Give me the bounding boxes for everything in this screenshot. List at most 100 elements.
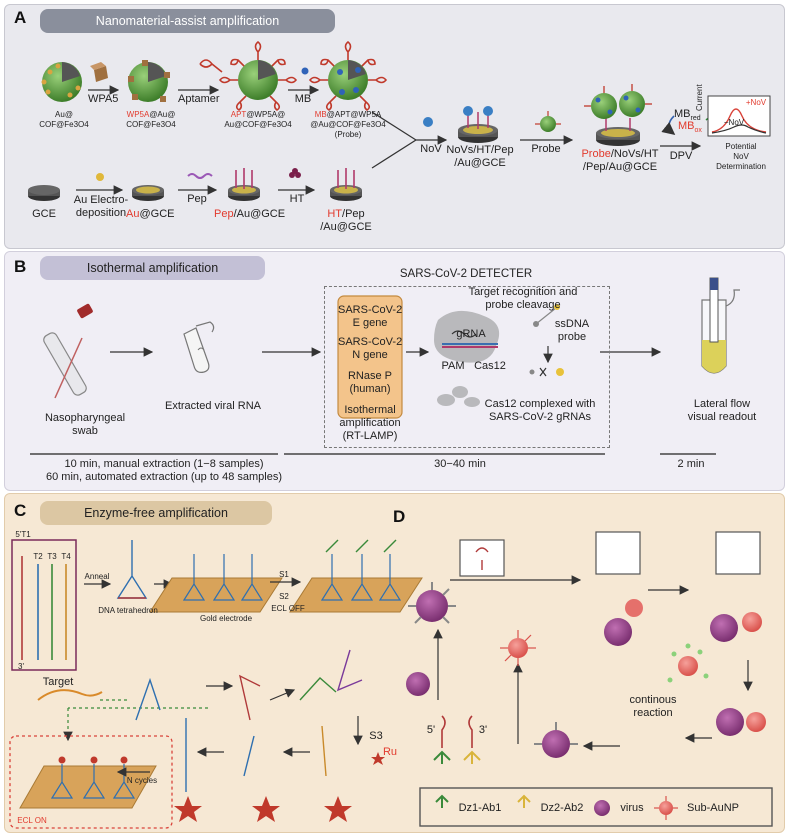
label-ht-gce-rest: /Pep /Au@GCE [320,208,372,233]
label-probe-gce: Probe/NoVs/HT /Pep/Au@GCE [574,148,666,174]
label-gce: GCE [32,208,56,220]
detecter-title: SARS-CoV-2 DETECTER [399,268,533,280]
label-mb-ox-state: MBox [678,120,712,137]
label-5prime: 5' [426,724,436,736]
virus-free-icon [406,672,430,696]
label-s1: S1 [279,570,289,579]
strand-t4: T4 [61,552,71,561]
mb-ox-text: MB [678,120,695,132]
label-ru: Ru [382,746,398,758]
label-mb-red: MB [314,110,327,119]
label-wp5a-rest: @Au@ COF@Fe3O4 [126,110,176,129]
panel-d-letter: D [393,507,406,526]
label-novs-gce: NoVs/HT/Pep /Au@GCE [446,144,514,169]
composite-np-3 [218,40,298,111]
label-continous-reaction: continous reaction [629,694,677,719]
gene-rnase-p: RNase P (human) [347,370,393,395]
gene-box [337,295,403,419]
ht-gce-electrode [330,168,362,201]
composite-np-1 [41,62,82,102]
arrow-label-probe: Probe [531,143,561,155]
aptamer-icon [199,59,223,73]
strands-box [11,539,77,671]
label-3prime: 3' [478,724,488,736]
panel-a-letter: A [14,8,27,27]
legend-dz2-ab2: Dz2-Ab2 [540,802,584,814]
legend-virus: virus [620,802,644,814]
rna-tube-icon [183,321,215,373]
gold-electrode-1 [149,554,283,613]
label-pep-gce-red: Pep [214,208,234,220]
strand-3prime: 3' [18,662,24,671]
label-ht-gce-red: HT [327,208,343,220]
probe-electrode [584,84,652,146]
sub-aunp-icon [500,630,536,666]
graph-minus-nov: −NoV [723,118,745,127]
label-s3: S3 [369,730,383,742]
strand-t1: 5'T1 [15,530,31,539]
composite-np-probe [308,40,388,111]
zoom-inset-1 [459,539,505,577]
label-mb-probe: MB@APT@WP5A @Au@COF@Fe3O4 (Probe) [306,110,390,140]
time-readout: 2 min [677,458,705,470]
label-pep-gce-rest: /Au@GCE [233,208,286,220]
complex-1 [595,531,643,646]
label-isothermal: Isothermal amplification (RT-LAMP) [339,404,401,442]
mb-red-sub: red [690,115,701,123]
panel-a-title: Nanomaterial-assist amplification [40,9,335,33]
label-grna: gRNA [456,328,486,340]
legend-box [419,787,773,827]
virus-antibody-row [408,582,456,624]
label-lateral-flow: Lateral flow visual readout [687,398,757,423]
novs-electrode [458,106,498,143]
label-ecl-off: ECL OFF [271,604,305,613]
swab-tube-icon [43,303,93,399]
mb-ox-sub: ox [694,127,702,135]
label-au-deposition: Au Electro- deposition [73,194,129,219]
dpv-graph [707,95,771,137]
mb-red-text: MB [674,108,691,120]
label-swab: Nasopharyngeal swab [44,412,126,437]
complex-2 [710,531,762,642]
label-s2: S2 [279,592,289,601]
strand-t3: T3 [47,552,57,561]
graph-plus-nov: +NoV [745,98,767,107]
time-extraction: 10 min, manual extraction (1−8 samples) … [45,458,282,483]
panel-c-title: Enzyme-free amplification [40,501,272,525]
arrow-label-mb: MB [294,93,312,105]
label-viral-rna: Extracted viral RNA [165,400,261,412]
label-cas12: Cas12 [474,360,506,372]
ht-molecule-icon [289,168,301,178]
arrow-label-wpa5: WPA5 [88,93,119,105]
cas12-complex-icon [434,310,500,363]
mb-molecule-icon [301,67,309,75]
label-ecl-on: ECL ON [17,816,47,825]
label-target: Target [42,676,74,688]
cas12-small-icons [437,386,480,407]
au-gce-electrode [132,185,164,201]
label-cas12-complex: Cas12 complexed with SARS-CoV-2 gRNAs [484,398,596,423]
pep-icon [187,173,213,179]
label-dna-tetrahedron: DNA tetrahedron [98,606,158,615]
cycle-strands [135,649,363,777]
nov-virus-icon [423,117,433,127]
antibody-pair-icon [433,715,481,764]
wp5a-molecule-icon [90,62,108,82]
released-np [667,643,709,683]
label-ssdna: ssDNA probe [554,318,590,343]
gene-e: SARS-CoV-2 E gene [338,304,403,329]
gold-electrode-2 [289,539,423,613]
label-apt-red: APT [230,110,247,119]
label-anneal: Anneal [84,572,110,581]
panel-c-letter: C [14,501,27,520]
arrow-label-ht: HT [289,193,305,205]
ssdna-probe-icon [529,304,564,377]
label-apt: APT@WP5A@ Au@COF@Fe3O4 [216,110,300,130]
composite-np-2 [128,60,170,102]
label-ht-gce: HT/Pep /Au@GCE [316,208,376,234]
graph-y-label: Current [695,84,705,111]
panel-cd [4,493,785,833]
au-particle-icon [96,173,104,181]
label-wp5a-au: WP5A@Au@ COF@Fe3O4 [118,110,184,130]
